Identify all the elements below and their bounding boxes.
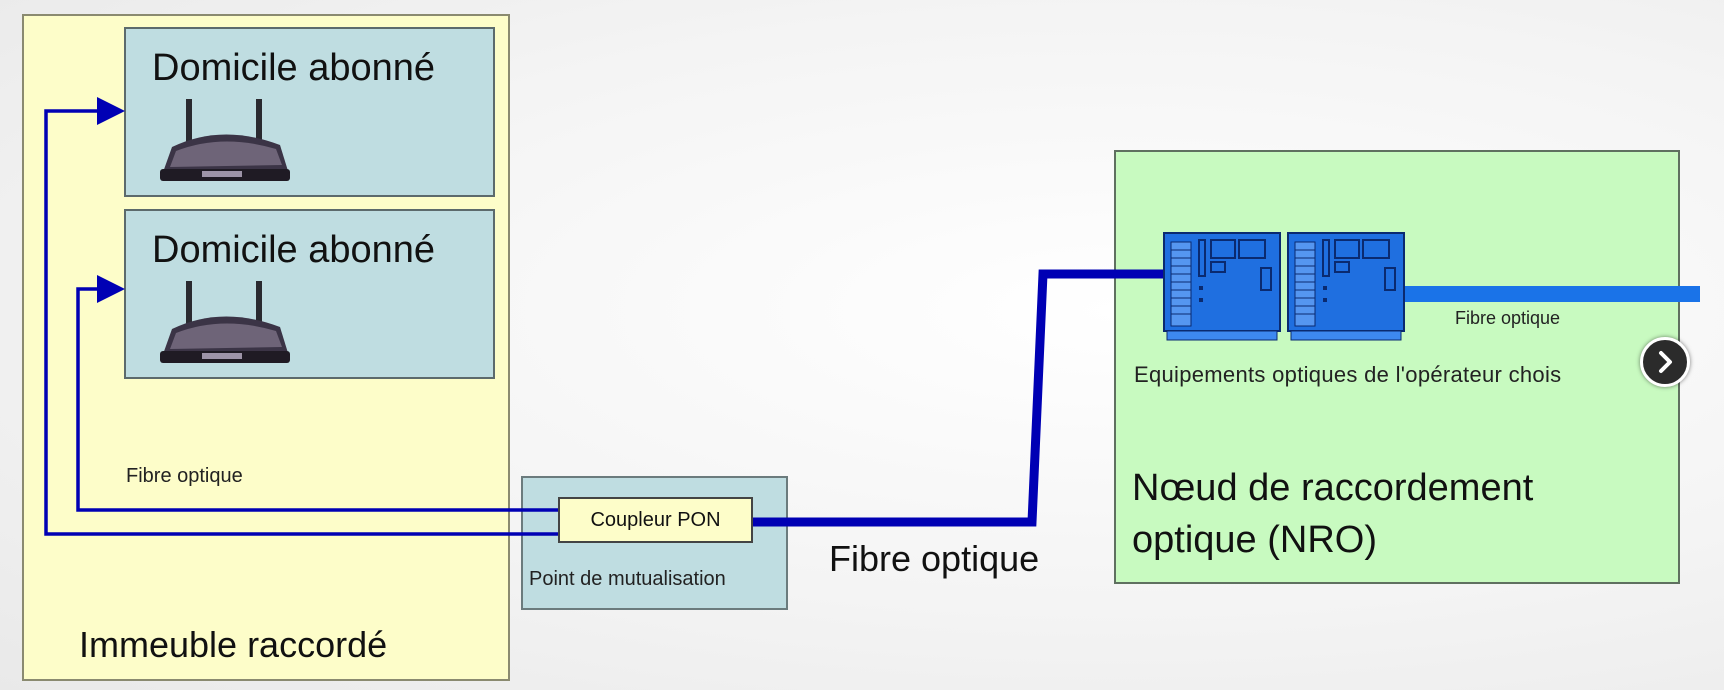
optical-equipment-label: Equipements optiques de l'opérateur choi… [1134,362,1562,387]
subscriber-home-box: Domicile abonné [124,27,495,197]
nro-title: Nœud de raccordement optique (NRO) [1132,462,1652,566]
connected-building-label: Immeuble raccordé [79,624,388,665]
fibre-building-label: Fibre optique [126,465,243,487]
subscriber-home-title: Domicile abonné [152,229,436,271]
subscriber-home-box: Domicile abonné [124,209,495,379]
mutualisation-point-label: Point de mutualisation [529,568,726,590]
pon-coupler-label: Coupleur PON [590,509,721,531]
nro-title-line2: optique (NRO) [1132,519,1377,561]
wifi-router-icon [160,281,290,363]
fibre-line-backbone [753,269,1163,527]
fibre-nro-output-label: Fibre optique [1455,308,1561,328]
wifi-router-icon [160,99,290,181]
nro-title-line1: Nœud de raccordement [1132,467,1534,509]
pon-coupler: Coupleur PON [558,497,753,543]
fibre-line-home1 [44,97,558,536]
chevron-right-icon [1659,351,1672,373]
next-slide-button[interactable] [1640,337,1690,387]
fibre-backbone-label: Fibre optique [829,538,1040,579]
fibre-line-home2 [76,275,558,512]
subscriber-home-title: Domicile abonné [152,47,436,89]
optical-equipment-icon [1163,232,1281,341]
optical-equipment-icon [1287,232,1405,341]
